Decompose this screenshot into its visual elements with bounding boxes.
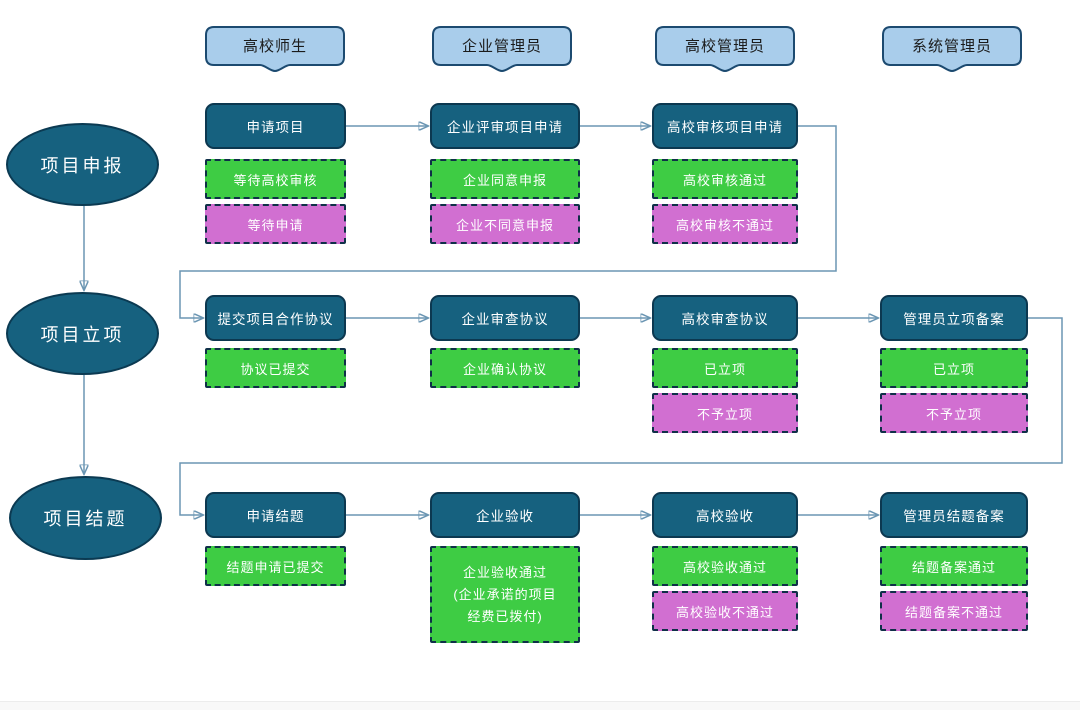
page-bottom-strip bbox=[0, 701, 1080, 710]
lane-header-shape bbox=[882, 26, 1022, 72]
status-closure-record-pass: 结题备案通过 bbox=[880, 546, 1028, 586]
status-enterprise-acceptance-pass: 企业验收通过 (企业承诺的项目 经费已拨付) bbox=[430, 546, 580, 643]
lane-label: 高校管理员 bbox=[684, 37, 765, 55]
lane-header-shape bbox=[655, 26, 795, 72]
status-admin-not-established: 不予立项 bbox=[880, 393, 1028, 433]
action-admin-closure-record: 管理员结题备案 bbox=[880, 492, 1028, 538]
action-admin-establish-record: 管理员立项备案 bbox=[880, 295, 1028, 341]
status-project-not-established: 不予立项 bbox=[652, 393, 798, 433]
status-line: 经费已拨付) bbox=[467, 609, 543, 624]
status-university-acceptance-fail: 高校验收不通过 bbox=[652, 591, 798, 631]
phase-ellipse-project-application: 项目申报 bbox=[6, 123, 159, 206]
status-project-established: 已立项 bbox=[652, 348, 798, 388]
lane-header-shape bbox=[205, 26, 345, 72]
action-apply-project: 申请项目 bbox=[205, 103, 346, 149]
status-university-acceptance-pass: 高校验收通过 bbox=[652, 546, 798, 586]
arrow-phase1-to-phase2 bbox=[179, 125, 837, 318]
status-admin-established: 已立项 bbox=[880, 348, 1028, 388]
action-university-check-agreement: 高校审查协议 bbox=[652, 295, 798, 341]
status-line: (企业承诺的项目 bbox=[453, 587, 557, 602]
status-closure-submitted: 结题申请已提交 bbox=[205, 546, 346, 586]
lane-label: 高校师生 bbox=[242, 37, 307, 55]
action-submit-cooperation-agreement: 提交项目合作协议 bbox=[205, 295, 346, 341]
action-apply-closure: 申请结题 bbox=[205, 492, 346, 538]
status-university-review-pass: 高校审核通过 bbox=[652, 159, 798, 199]
lane-header-shape bbox=[432, 26, 572, 72]
status-agreement-submitted: 协议已提交 bbox=[205, 348, 346, 388]
status-wait-apply: 等待申请 bbox=[205, 204, 346, 244]
action-enterprise-check-agreement: 企业审查协议 bbox=[430, 295, 580, 341]
arrow-phase2-to-phase3 bbox=[179, 317, 1063, 515]
phase-ellipse-project-closure: 项目结题 bbox=[9, 476, 162, 560]
lane-label: 系统管理员 bbox=[911, 37, 992, 55]
action-enterprise-review-application: 企业评审项目申请 bbox=[430, 103, 580, 149]
status-line: 企业验收通过 bbox=[462, 565, 547, 580]
phase-ellipse-project-approval: 项目立项 bbox=[6, 292, 159, 375]
status-enterprise-disagree: 企业不同意申报 bbox=[430, 204, 580, 244]
action-enterprise-acceptance: 企业验收 bbox=[430, 492, 580, 538]
lane-label: 企业管理员 bbox=[461, 37, 542, 55]
status-wait-university-review: 等待高校审核 bbox=[205, 159, 346, 199]
status-university-review-fail: 高校审核不通过 bbox=[652, 204, 798, 244]
status-enterprise-agree: 企业同意申报 bbox=[430, 159, 580, 199]
lane-header-university-staff: 高校师生 bbox=[205, 26, 345, 72]
action-university-acceptance: 高校验收 bbox=[652, 492, 798, 538]
lane-header-enterprise-admin: 企业管理员 bbox=[432, 26, 572, 72]
action-university-review-application: 高校审核项目申请 bbox=[652, 103, 798, 149]
lane-header-system-admin: 系统管理员 bbox=[882, 26, 1022, 72]
status-closure-record-fail: 结题备案不通过 bbox=[880, 591, 1028, 631]
status-enterprise-confirm-agreement: 企业确认协议 bbox=[430, 348, 580, 388]
lane-header-university-admin: 高校管理员 bbox=[655, 26, 795, 72]
